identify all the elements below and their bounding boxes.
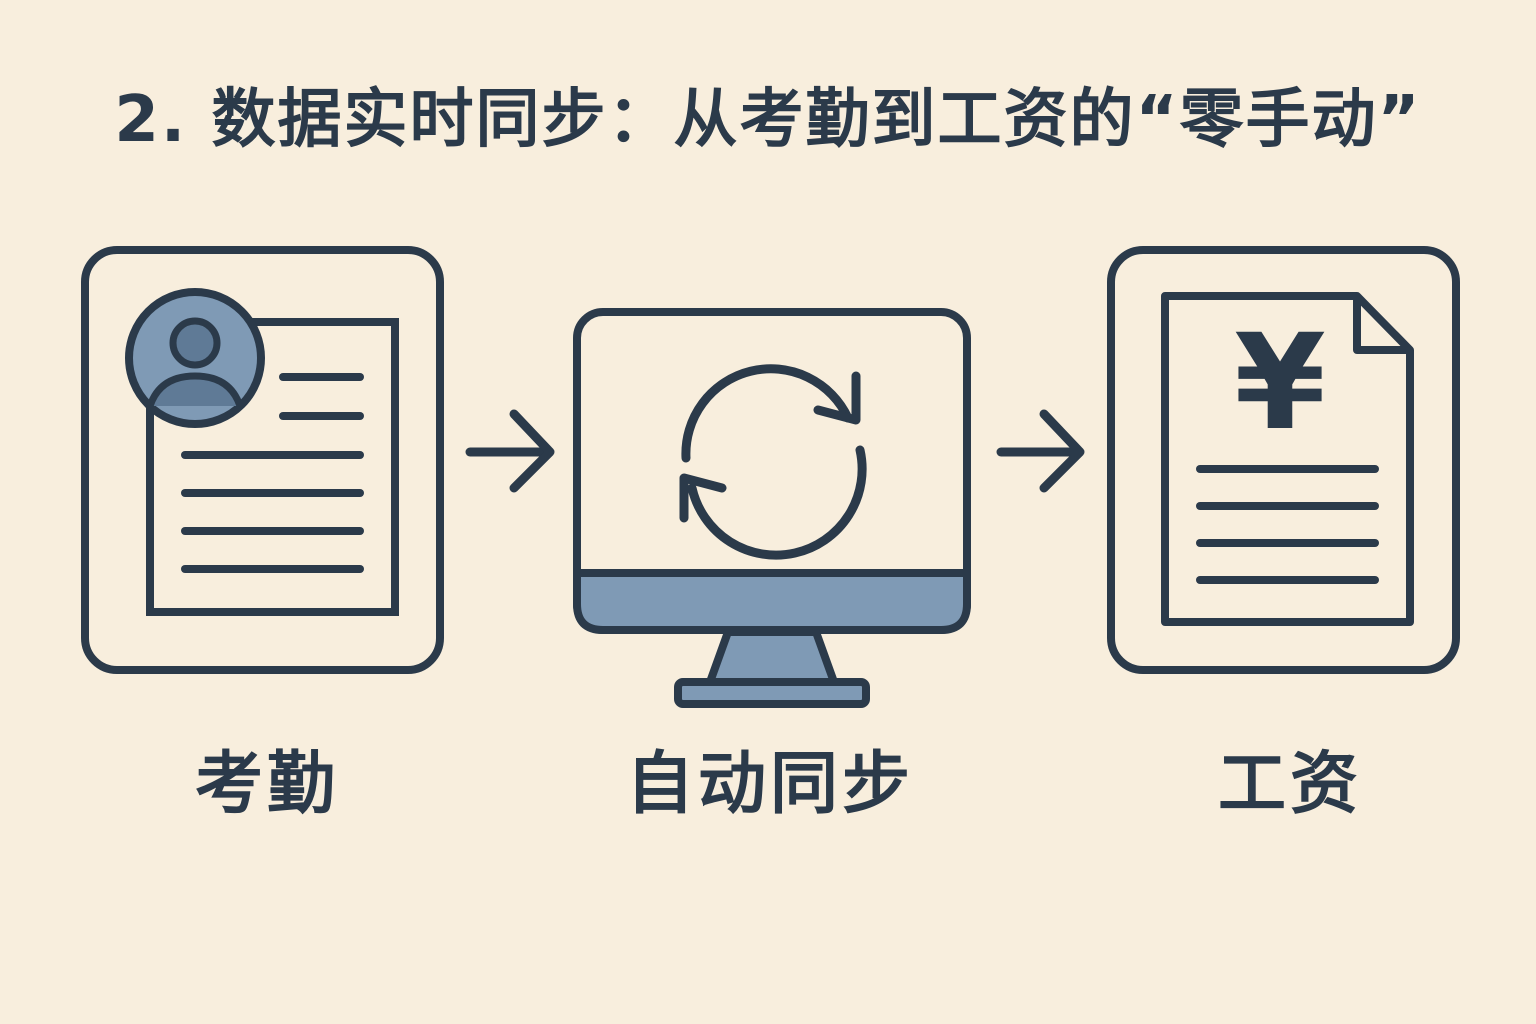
step-label-payroll: 工资 — [1217, 745, 1362, 824]
arrow-right-icon — [465, 409, 555, 493]
page-title: 2. 数据实时同步：从考勤到工资的“零手动” — [114, 83, 1422, 157]
yuan-symbol-icon: ¥ — [1234, 306, 1326, 460]
payroll-document-icon: ¥ — [1161, 292, 1414, 626]
payroll-card: ¥ — [1107, 246, 1460, 674]
user-avatar-icon — [125, 288, 265, 428]
sync-icon — [679, 364, 867, 560]
step-label-attendance: 考勤 — [194, 745, 339, 824]
sync-monitor-icon — [573, 308, 971, 708]
step-label-auto-sync: 自动同步 — [625, 745, 914, 824]
arrow-right-icon — [996, 409, 1085, 493]
attendance-card — [81, 246, 444, 674]
